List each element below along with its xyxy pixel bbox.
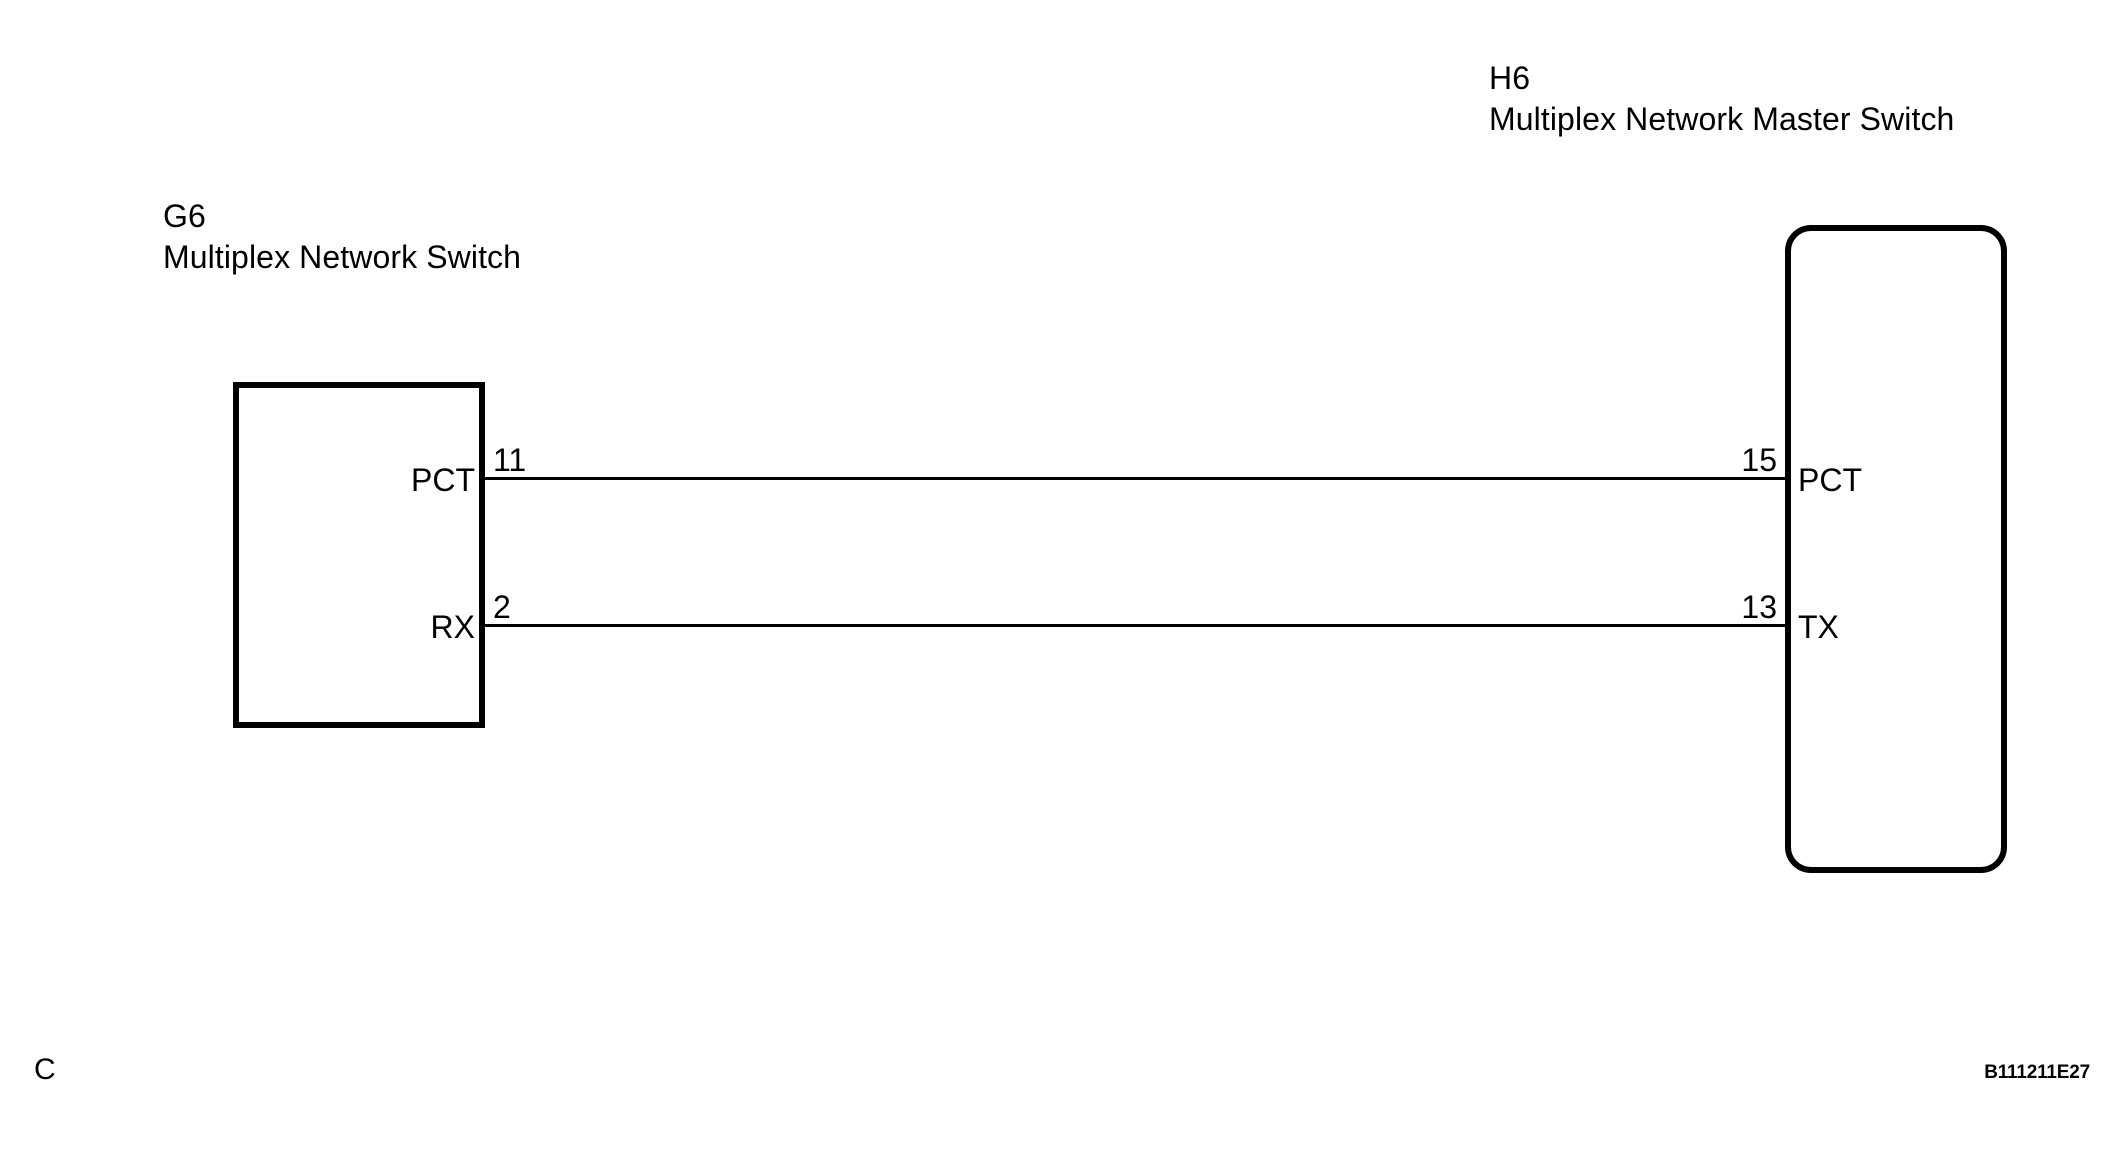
terminal-number-h6-13: 13 bbox=[1741, 589, 1777, 625]
reference-code: B111211E27 bbox=[1984, 1062, 2090, 1083]
component-name-h6: Multiplex Network Master Switch bbox=[1489, 100, 1955, 137]
wire-rx-to-tx bbox=[485, 624, 1788, 627]
pin-signal-g6-pct: PCT bbox=[411, 462, 475, 498]
connector-box-h6 bbox=[1785, 225, 2007, 873]
terminal-number-h6-15: 15 bbox=[1741, 442, 1777, 478]
pin-signal-g6-rx: RX bbox=[430, 609, 475, 645]
pin-signal-h6-pct: PCT bbox=[1798, 462, 1862, 498]
component-code-g6: G6 bbox=[163, 198, 206, 234]
component-code-h6: H6 bbox=[1489, 60, 1531, 96]
connector-box-g6 bbox=[233, 382, 485, 728]
pin-signal-h6-tx: TX bbox=[1798, 609, 1839, 645]
terminal-number-g6-2: 2 bbox=[493, 589, 511, 625]
page-mark: C bbox=[34, 1053, 56, 1086]
component-label-g6: G6 Multiplex Network Switch bbox=[163, 196, 521, 278]
terminal-number-g6-11: 11 bbox=[493, 442, 527, 478]
component-name-g6: Multiplex Network Switch bbox=[163, 238, 522, 275]
component-label-h6: H6 Multiplex Network Master Switch bbox=[1489, 58, 1954, 140]
wire-pct-to-pct bbox=[485, 477, 1788, 480]
